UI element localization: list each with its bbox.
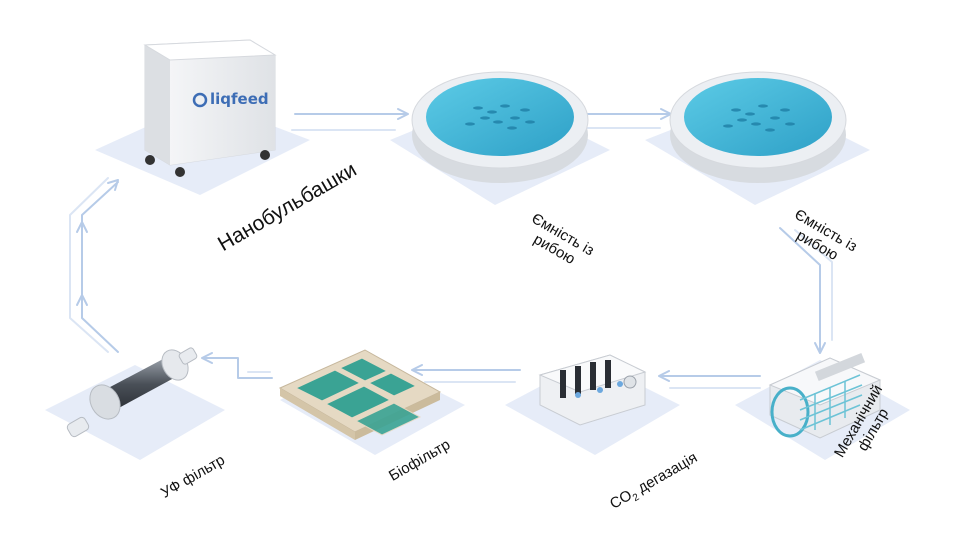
arrow-bio-to-uv bbox=[205, 358, 272, 378]
fish-tank-1 bbox=[412, 72, 588, 183]
fish-tank-2 bbox=[670, 72, 846, 183]
arrow-uv-to-nano bbox=[82, 182, 118, 352]
brand-text: liqfeed bbox=[210, 90, 269, 108]
